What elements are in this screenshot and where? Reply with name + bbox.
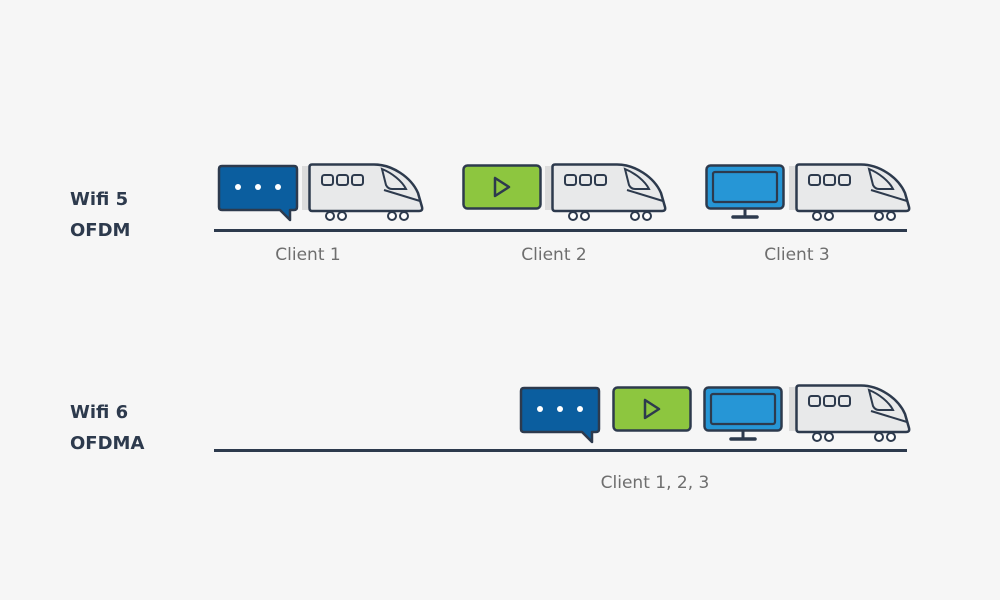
train-icon xyxy=(300,163,424,222)
monitor-icon xyxy=(702,385,784,441)
client-3-label: Client 3 xyxy=(764,245,830,265)
ofdma-title: OFDMA xyxy=(70,433,145,454)
client-1-label: Client 1 xyxy=(275,245,341,265)
monitor-icon xyxy=(704,163,786,219)
chat-bubble-icon xyxy=(217,164,299,222)
wifi6-label: Wifi 6 OFDMA xyxy=(70,397,144,459)
train-icon xyxy=(787,384,911,443)
ofdm-title: OFDM xyxy=(70,220,131,241)
wifi5-label: Wifi 5 OFDM xyxy=(70,184,130,246)
client-1-2-3-label: Client 1, 2, 3 xyxy=(600,473,710,493)
train-icon xyxy=(543,163,667,222)
client-2-label: Client 2 xyxy=(521,245,587,265)
play-icon xyxy=(462,164,542,210)
wifi6-title: Wifi 6 xyxy=(70,402,129,423)
train-icon xyxy=(787,163,911,222)
wifi5-track xyxy=(214,229,907,232)
chat-bubble-icon xyxy=(519,386,601,444)
wifi6-track xyxy=(214,449,907,452)
play-icon xyxy=(612,386,692,432)
wifi5-title: Wifi 5 xyxy=(70,189,129,210)
